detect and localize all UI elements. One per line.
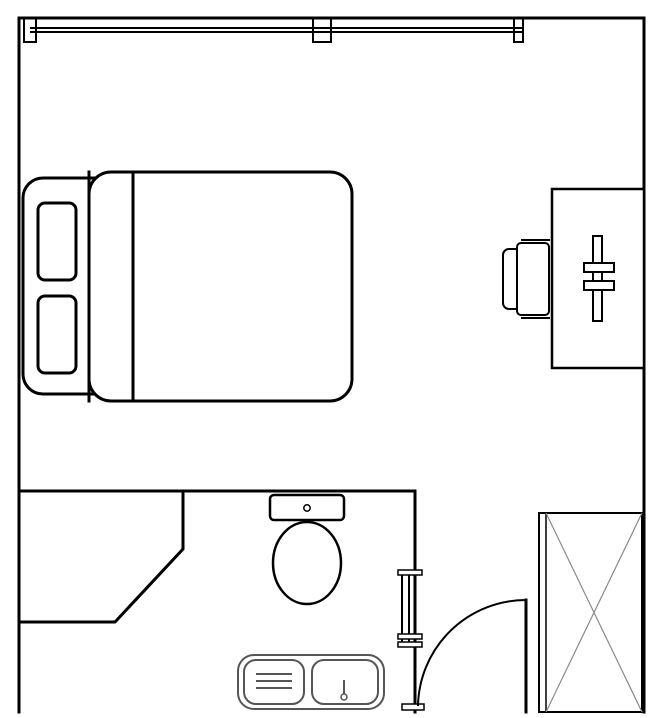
curtain-rod-icon: [23, 17, 524, 43]
desk-chair-icon: [502, 239, 550, 319]
shower-glass-panel-icon: [397, 569, 425, 711]
desk-lamp-icon: [583, 235, 615, 322]
double-bed-icon: [21, 170, 354, 403]
door-swing-icon: [417, 598, 528, 714]
wardrobe-icon: [538, 512, 643, 713]
pillow-icon: [36, 294, 78, 375]
pillow-icon: [36, 201, 78, 282]
toilet-icon: [268, 493, 346, 606]
double-sink-icon: [237, 654, 385, 710]
bathroom-walls: [17, 489, 417, 714]
shower-tray-outline: [17, 489, 185, 624]
